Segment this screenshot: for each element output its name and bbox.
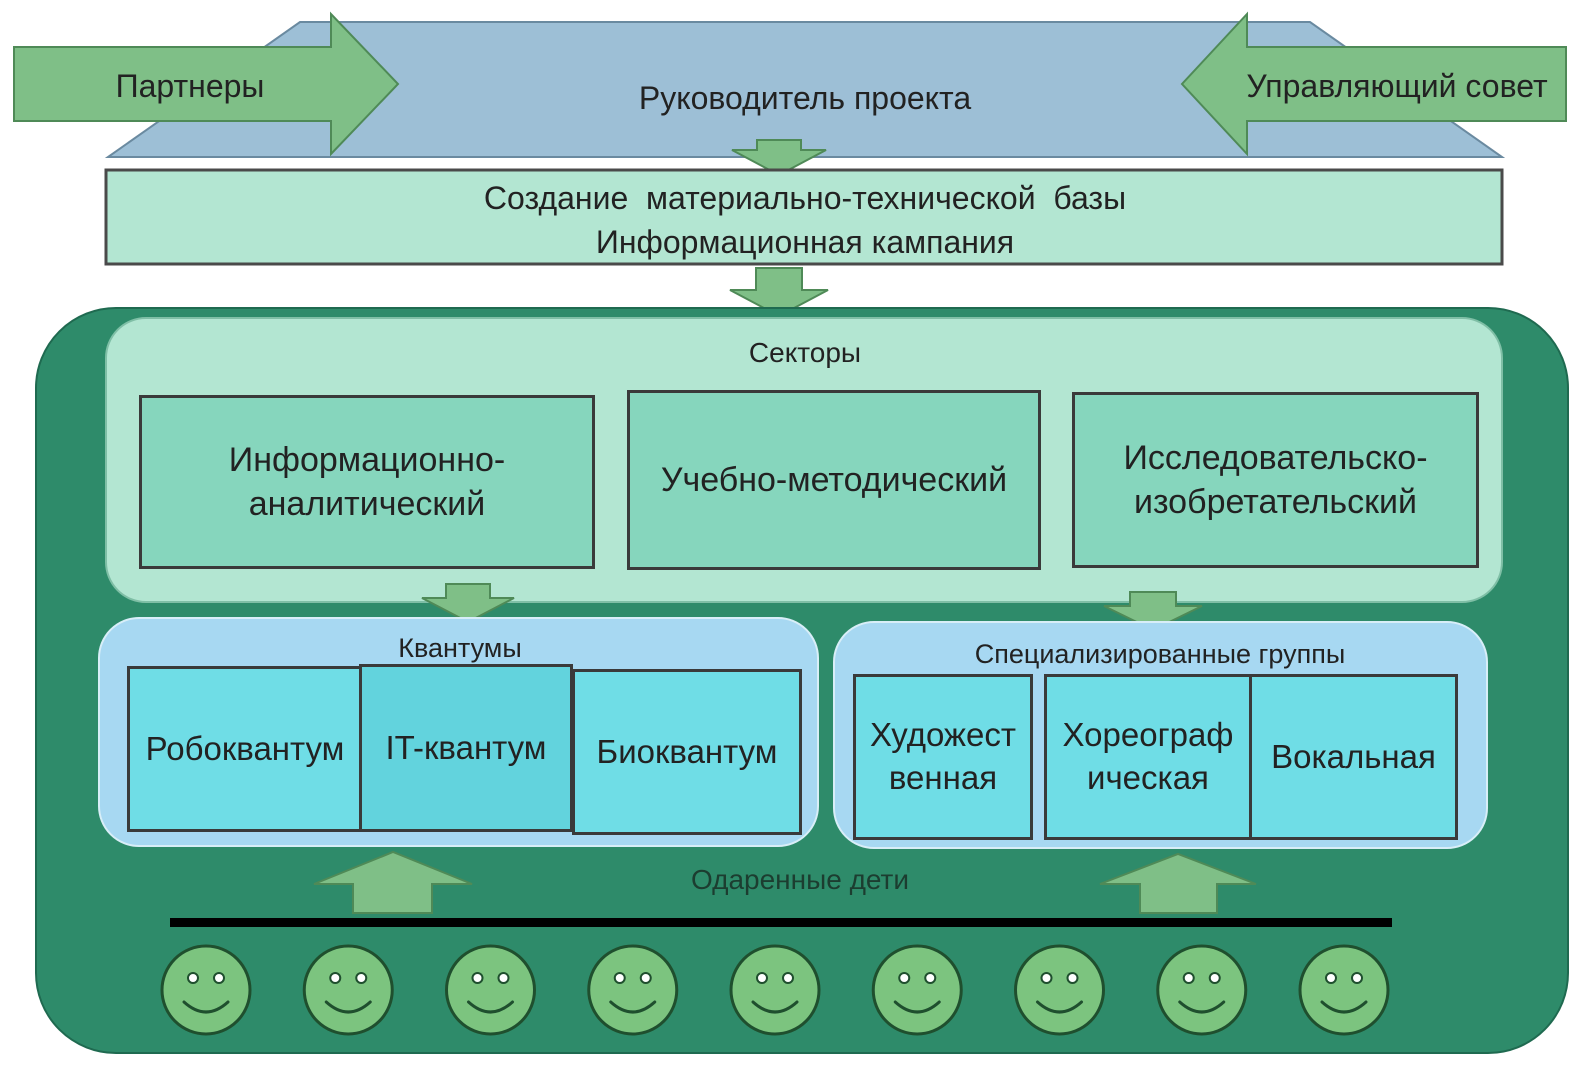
group-choreography: Хореограф ическая	[1044, 674, 1252, 840]
smiley-face-icon	[1298, 944, 1390, 1036]
gifted-children-label: Одаренные дети	[690, 864, 910, 895]
sector-research-inventive: Исследовательско- изобретательский	[1072, 392, 1479, 568]
group-choreography-line2: ическая	[1087, 759, 1209, 796]
partners-arrow	[13, 11, 400, 157]
group-choreography-line1: Хореограф	[1062, 716, 1234, 754]
group-art: Художест венная	[853, 674, 1033, 840]
smiley-face-icon	[1014, 944, 1105, 1036]
group-vocal: Вокальная	[1249, 674, 1458, 840]
up-arrow-left	[313, 850, 473, 914]
smiley-face-icon	[1156, 944, 1248, 1036]
sector-research-inventive-line1: Исследовательско-	[1123, 438, 1428, 477]
smiley-face-icon	[729, 944, 821, 1036]
down-arrow-2	[729, 267, 829, 318]
sector-educational-methodical: Учебно-методический	[627, 390, 1041, 570]
sector-info-analytical: Информационно- аналитический	[139, 395, 595, 569]
partners-label: Партнеры	[115, 68, 265, 104]
sector-research-inventive-line2: изобретательский	[1133, 483, 1417, 521]
quantum-bio-label: Биоквантум	[596, 732, 778, 770]
smiley-face-icon	[302, 944, 394, 1036]
base-line-1: Создание материально-технической базы	[483, 180, 1127, 216]
up-arrow-right	[1099, 852, 1257, 914]
smiley-face-icon	[160, 944, 252, 1036]
project-leader-label: Руководитель проекта	[638, 80, 972, 116]
group-art-line1: Художест	[870, 716, 1016, 754]
base-line-2: Информационная кампания	[595, 224, 1015, 260]
quantum-it: IT-квантум	[359, 664, 573, 832]
down-arrow-3	[421, 583, 515, 624]
quantum-robo-label: Робоквантум	[145, 729, 345, 767]
base-bar	[104, 168, 1504, 266]
quantum-it-label: IT-квантум	[385, 728, 547, 766]
smiley-face-icon	[871, 944, 963, 1036]
down-arrow-1	[731, 139, 827, 177]
group-vocal-label: Вокальная	[1271, 737, 1436, 775]
sector-info-analytical-line2: аналитический	[248, 485, 486, 523]
sectors-title: Секторы	[748, 337, 862, 368]
smiley-face-icon	[587, 944, 679, 1036]
council-arrow	[1180, 11, 1567, 157]
sector-educational-methodical-label: Учебно-методический	[660, 460, 1008, 499]
group-art-line2: венная	[888, 759, 998, 796]
quantum-bio: Биоквантум	[572, 669, 802, 835]
quantums-title: Квантумы	[398, 633, 522, 663]
down-arrow-4	[1103, 591, 1203, 632]
sector-info-analytical-line1: Информационно-	[228, 440, 506, 479]
council-label: Управляющий совет	[1246, 68, 1548, 104]
kids-baseline	[170, 918, 1392, 927]
quantum-robo: Робоквантум	[127, 666, 363, 832]
groups-title: Специализированные группы	[974, 639, 1346, 669]
smiley-face-icon	[445, 944, 536, 1036]
